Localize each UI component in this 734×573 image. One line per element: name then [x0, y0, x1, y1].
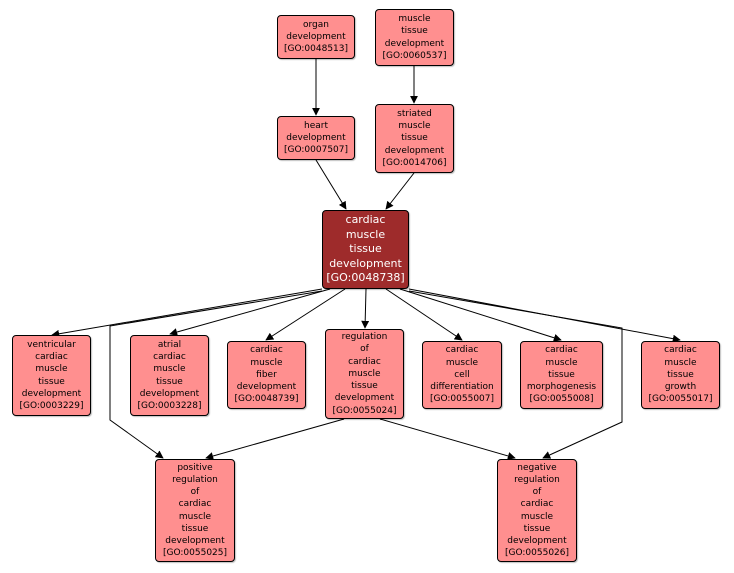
node-label: cardiac muscle tissue development [GO:00…	[326, 213, 405, 285]
edge-cardiac-to-cell-diff	[385, 288, 463, 341]
node-atrial-cardiac-muscle-tissue-development[interactable]: atrial cardiac muscle tissue development…	[130, 335, 209, 416]
edge-cardiac-to-positive	[109, 290, 323, 459]
node-label: negative regulation of cardiac muscle ti…	[504, 462, 570, 559]
edge-cardiac-to-morpho	[399, 288, 562, 342]
edge-cardiac-to-negative	[408, 290, 623, 459]
node-cardiac-muscle-tissue-development[interactable]: cardiac muscle tissue development [GO:00…	[322, 210, 409, 289]
edge-cardiac-to-atrial	[169, 288, 331, 336]
node-label: striated muscle tissue development [GO:0…	[382, 108, 447, 168]
node-label: organ development [GO:0048513]	[283, 19, 349, 55]
node-label: heart development [GO:0007507]	[283, 120, 349, 156]
node-label: muscle tissue development [GO:0060537]	[382, 14, 447, 61]
node-organ-development[interactable]: organ development [GO:0048513]	[277, 15, 355, 59]
edge-cardiac-to-ventricular	[51, 288, 323, 338]
node-label: atrial cardiac muscle tissue development…	[137, 339, 202, 411]
node-negative-regulation-of-cardiac-muscle-tissue-development[interactable]: negative regulation of cardiac muscle ti…	[497, 459, 577, 562]
node-cardiac-muscle-fiber-development[interactable]: cardiac muscle fiber development [GO:004…	[227, 341, 306, 409]
edge-regulation-to-negative	[379, 418, 516, 460]
node-positive-regulation-of-cardiac-muscle-tissue-development[interactable]: positive regulation of cardiac muscle ti…	[155, 459, 235, 562]
node-cardiac-muscle-tissue-growth[interactable]: cardiac muscle tissue growth [GO:0055017…	[641, 341, 720, 409]
edge-cardiac-to-fiber	[265, 288, 346, 341]
node-cardiac-muscle-cell-differentiation[interactable]: cardiac muscle cell differentiation [GO:…	[422, 341, 502, 409]
node-label: cardiac muscle fiber development [GO:004…	[234, 345, 299, 405]
edge-cardiac-to-regulation	[361, 288, 370, 329]
node-label: cardiac muscle cell differentiation [GO:…	[429, 345, 495, 405]
node-label: cardiac muscle tissue morphogenesis [GO:…	[526, 345, 597, 405]
node-ventricular-cardiac-muscle-tissue-development[interactable]: ventricular cardiac muscle tissue develo…	[12, 335, 91, 416]
node-cardiac-muscle-tissue-morphogenesis[interactable]: cardiac muscle tissue morphogenesis [GO:…	[520, 341, 603, 409]
edge-striated-to-cardiac	[385, 172, 415, 210]
edge-regulation-to-positive	[205, 418, 345, 460]
node-muscle-tissue-development[interactable]: muscle tissue development [GO:0060537]	[375, 9, 454, 66]
node-regulation-of-cardiac-muscle-tissue-development[interactable]: regulation of cardiac muscle tissue deve…	[325, 329, 404, 419]
node-heart-development[interactable]: heart development [GO:0007507]	[277, 116, 355, 160]
node-label: ventricular cardiac muscle tissue develo…	[19, 339, 84, 411]
node-label: positive regulation of cardiac muscle ti…	[162, 462, 228, 559]
edge-heart-to-cardiac	[315, 159, 347, 210]
node-label: cardiac muscle tissue growth [GO:0055017…	[648, 345, 713, 405]
node-label: regulation of cardiac muscle tissue deve…	[332, 332, 397, 416]
node-striated-muscle-tissue-development[interactable]: striated muscle tissue development [GO:0…	[375, 104, 454, 173]
